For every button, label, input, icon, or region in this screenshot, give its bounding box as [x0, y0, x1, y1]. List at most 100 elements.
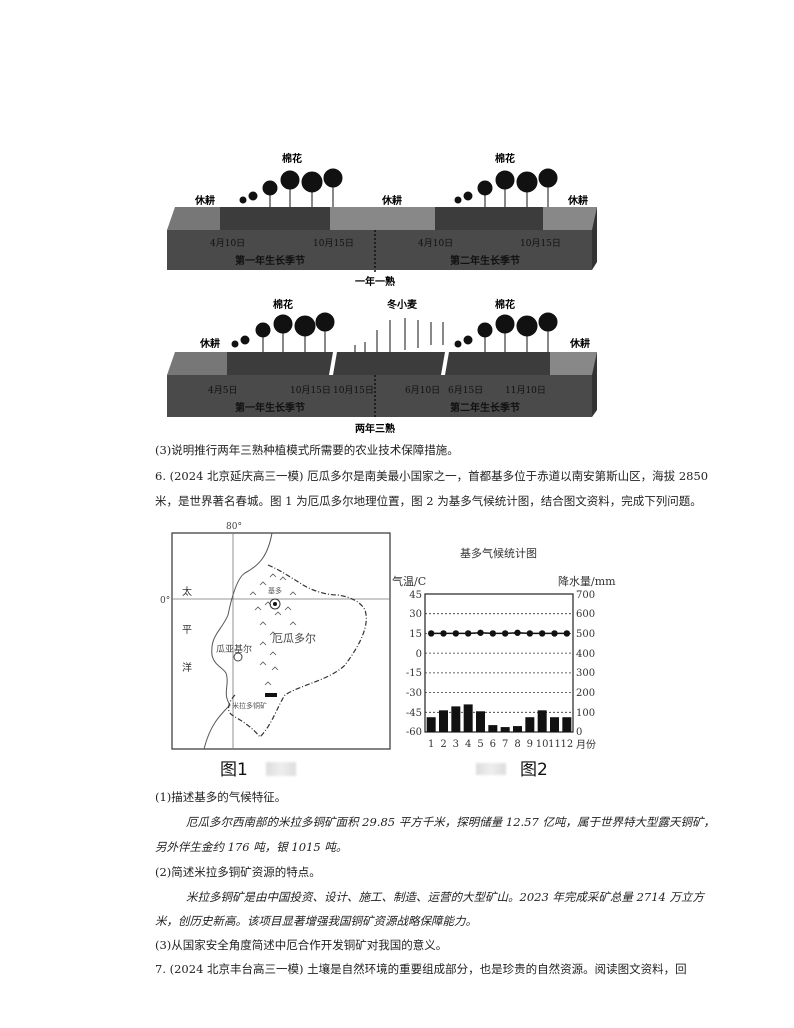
precipitation-bar [426, 717, 436, 732]
material-paragraph-2-line1: 米拉多铜矿是由中国投资、设计、施工、制造、运营的大型矿山。2023 年完成采矿总… [186, 890, 704, 904]
country-label: 厄瓜多尔 [272, 631, 316, 645]
left-tick: -60 [406, 727, 422, 738]
date-label: 6月10日 [405, 385, 440, 396]
diagram-three-crops-two-years: 棉花 冬小麦 棉花 休耕 休耕 4月5日 10月15日 10月15日 6月10日… [165, 290, 605, 440]
precipitation-bar [451, 706, 461, 732]
left-tick: -45 [406, 708, 422, 719]
label-winter-wheat: 冬小麦 [387, 298, 418, 311]
temperature-point [489, 630, 497, 637]
precipitation-bar [537, 710, 547, 732]
precipitation-bar [439, 710, 448, 732]
material-paragraph-1-line2: 另外伴生金约 176 吨，银 1015 吨。 [155, 840, 348, 854]
question-6-intro-line1: 6. (2024 北京延庆高三一模) 厄瓜多尔是南美最小国家之一，首都基多位于赤… [155, 469, 709, 483]
date-label: 11月10日 [505, 385, 546, 396]
season-label: 第二年生长季节 [450, 254, 520, 267]
left-tick: 30 [409, 609, 422, 620]
month-tick: 11 [548, 739, 561, 750]
figure-2-climate-chart: 基多气候统计图 气温/C 降水量/mm 45 30 15 0 -15 -30 -… [390, 515, 640, 785]
precipitation-bar [463, 704, 473, 732]
mine-label: 米拉多铜矿 [232, 701, 267, 710]
cropping-diagram-top: 棉花 棉花 休耕 休耕 休耕 4月10日 10月15日 4月10日 10月15日… [167, 152, 597, 288]
right-axis-label: 降水量/mm [558, 574, 616, 588]
right-tick: 400 [576, 649, 595, 660]
left-tick: 0 [416, 649, 422, 660]
precipitation-bar [488, 725, 498, 732]
date-label: 4月10日 [418, 238, 453, 249]
question-6-1: (1)描述基多的气候特征。 [155, 790, 287, 804]
temperature-point [440, 630, 447, 637]
label-fallow-1: 休耕 [199, 337, 220, 350]
precipitation-bar [562, 717, 572, 732]
date-label: 4月10日 [210, 238, 245, 249]
cropping-diagram-bottom: 棉花 冬小麦 棉花 休耕 休耕 4月5日 10月15日 10月15日 6月10日… [167, 298, 597, 435]
figure-2-label: 图2 [520, 760, 548, 780]
month-tick: 4 [465, 739, 471, 750]
month-tick: 7 [502, 739, 508, 750]
temperature-point [477, 629, 484, 636]
precipitation-bar [476, 711, 485, 732]
figure-1-map: 80° 0° 基多 厄瓜多尔 瓜亚基尔 米拉多铜矿 太 平 洋 [160, 515, 400, 785]
precipitation-bar [525, 717, 535, 732]
label-fallow-1: 休耕 [194, 194, 215, 207]
temperature-point [551, 630, 558, 637]
watermark-blur [476, 763, 506, 775]
season-label: 第一年生长季节 [235, 401, 305, 414]
latitude-label: 0° [160, 596, 170, 606]
left-tick: -30 [406, 688, 422, 699]
right-tick: 300 [576, 668, 595, 679]
date-label: 10月15日 [290, 385, 331, 396]
precipitation-bars [426, 704, 572, 732]
label-fallow-2: 休耕 [381, 194, 402, 207]
question-6-2: (2)简述米拉多铜矿资源的特点。 [155, 865, 321, 879]
date-label: 6月15日 [448, 385, 483, 396]
temperature-point [464, 630, 472, 637]
temperature-point [452, 630, 460, 637]
diagram-title: 两年三熟 [355, 422, 395, 435]
label-fallow-2: 休耕 [569, 337, 590, 350]
city-label: 瓜亚基尔 [216, 643, 252, 655]
ocean-label-char: 太 [182, 585, 192, 598]
watermark-blur [266, 762, 296, 776]
right-tick: 200 [576, 688, 595, 699]
question-7-intro: 7. (2024 北京丰台高三一模) 土壤是自然环境的重要组成部分，也是珍贵的自… [155, 962, 687, 976]
right-tick: 500 [576, 629, 595, 640]
question-6-3: (3)从国家安全角度简述中厄合作开发铜矿对我国的意义。 [155, 938, 448, 952]
label-cotton-1: 棉花 [282, 152, 302, 165]
date-label: 4月5日 [208, 385, 237, 396]
month-tick: 12 [560, 739, 573, 750]
left-axis-label: 气温/C [392, 574, 426, 588]
label-fallow-3: 休耕 [567, 194, 588, 207]
date-label: 10月15日 [333, 385, 374, 396]
temperature-line [427, 629, 571, 637]
temperature-point [427, 630, 435, 637]
date-label: 10月15日 [520, 238, 561, 249]
x-axis-label: 月份 [576, 739, 596, 751]
left-tick: -15 [406, 668, 422, 679]
material-paragraph-1-line1: 厄瓜多尔西南部的米拉多铜矿面积 29.85 平方千米，探明储量 12.57 亿吨… [186, 815, 715, 829]
season-label: 第二年生长季节 [450, 401, 520, 414]
left-tick: 45 [409, 590, 422, 601]
ocean-label-char: 平 [182, 625, 192, 636]
right-tick: 0 [576, 727, 582, 738]
label-cotton-2: 棉花 [495, 152, 515, 165]
month-tick: 1 [428, 739, 434, 750]
season-label: 第一年生长季节 [235, 254, 305, 267]
month-tick: 6 [490, 739, 496, 750]
temperature-point [514, 629, 521, 636]
question-6-intro-line2: 米，是世界著名春城。图 1 为厄瓜多尔地理位置，图 2 为基多气候统计图，结合图… [155, 494, 702, 508]
month-tick: 3 [453, 739, 459, 750]
longitude-label: 80° [226, 522, 242, 532]
material-paragraph-2-line2: 米，创历史新高。该项目显著增强我国铜矿资源战略保障能力。 [155, 914, 477, 928]
capital-label: 基多 [268, 586, 282, 595]
label-cotton-2: 棉花 [495, 298, 515, 311]
chart-title: 基多气候统计图 [460, 546, 537, 560]
ocean-label-char: 洋 [182, 661, 192, 674]
right-tick: 600 [576, 609, 595, 620]
right-tick: 100 [576, 708, 595, 719]
diagram-one-crop-per-year: 棉花 棉花 休耕 休耕 休耕 4月10日 10月15日 4月10日 10月15日… [165, 140, 605, 290]
label-cotton-1: 棉花 [273, 298, 293, 311]
temperature-point [526, 630, 534, 637]
month-tick: 9 [527, 739, 533, 750]
month-tick: 5 [477, 739, 483, 750]
